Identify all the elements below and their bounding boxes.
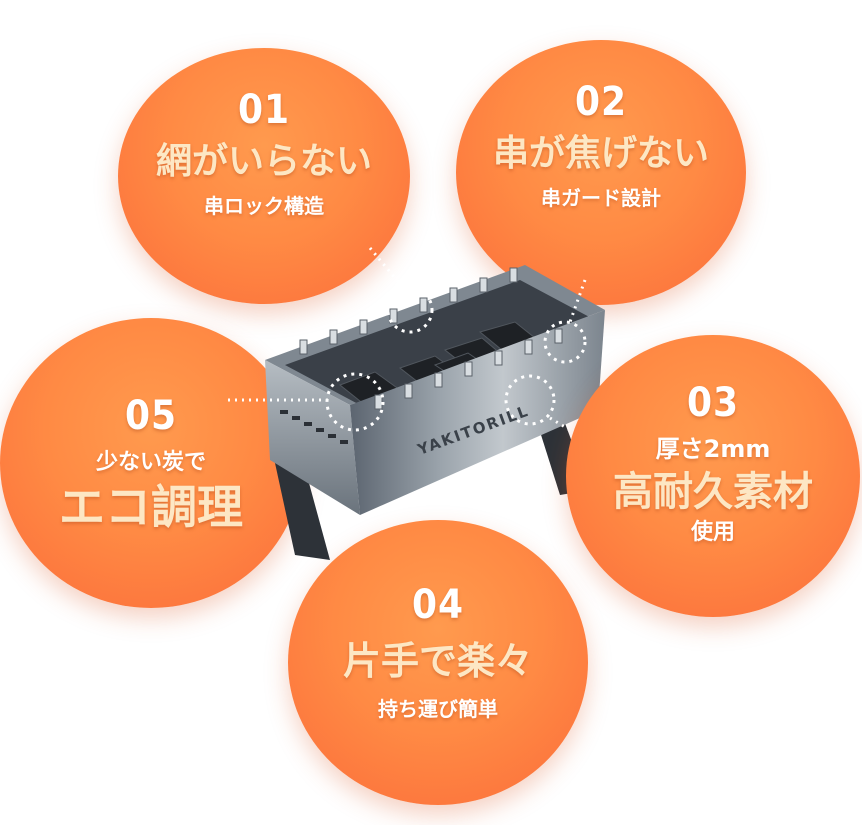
feature-subtitle: 持ち運び簡単 bbox=[378, 696, 498, 721]
feature-subtitle: 串ロック構造 bbox=[204, 193, 324, 218]
feature-number: 05 bbox=[124, 393, 178, 439]
feature-circle-01: 01 網がいらない 串ロック構造 bbox=[118, 48, 410, 304]
feature-circle-05: 05 少ない炭で エコ調理 bbox=[0, 318, 302, 608]
feature-circle-02: 02 串が焦げない 串ガード設計 bbox=[456, 40, 746, 305]
feature-number: 02 bbox=[574, 79, 628, 125]
feature-title: 網がいらない bbox=[155, 141, 372, 182]
grill-illustration: YAKITORILL bbox=[228, 247, 605, 560]
feature-subtitle: 使用 bbox=[690, 519, 735, 545]
feature-subtitle: 串ガード設計 bbox=[541, 185, 661, 210]
feature-title: 片手で楽々 bbox=[342, 639, 533, 683]
feature-top-text: 厚さ2mm bbox=[655, 435, 771, 463]
feature-title: 高耐久素材 bbox=[613, 468, 813, 515]
feature-top-text: 少ない炭で bbox=[95, 450, 206, 475]
feature-circle-03: 03 厚さ2mm 高耐久素材 使用 bbox=[566, 335, 860, 617]
feature-circle-04: 04 片手で楽々 持ち運び簡単 bbox=[288, 520, 588, 805]
feature-number: 03 bbox=[686, 380, 740, 426]
feature-number: 04 bbox=[411, 582, 465, 628]
feature-title: 串が焦げない bbox=[492, 133, 709, 174]
feature-number: 01 bbox=[237, 87, 291, 133]
feature-title: エコ調理 bbox=[59, 480, 243, 535]
